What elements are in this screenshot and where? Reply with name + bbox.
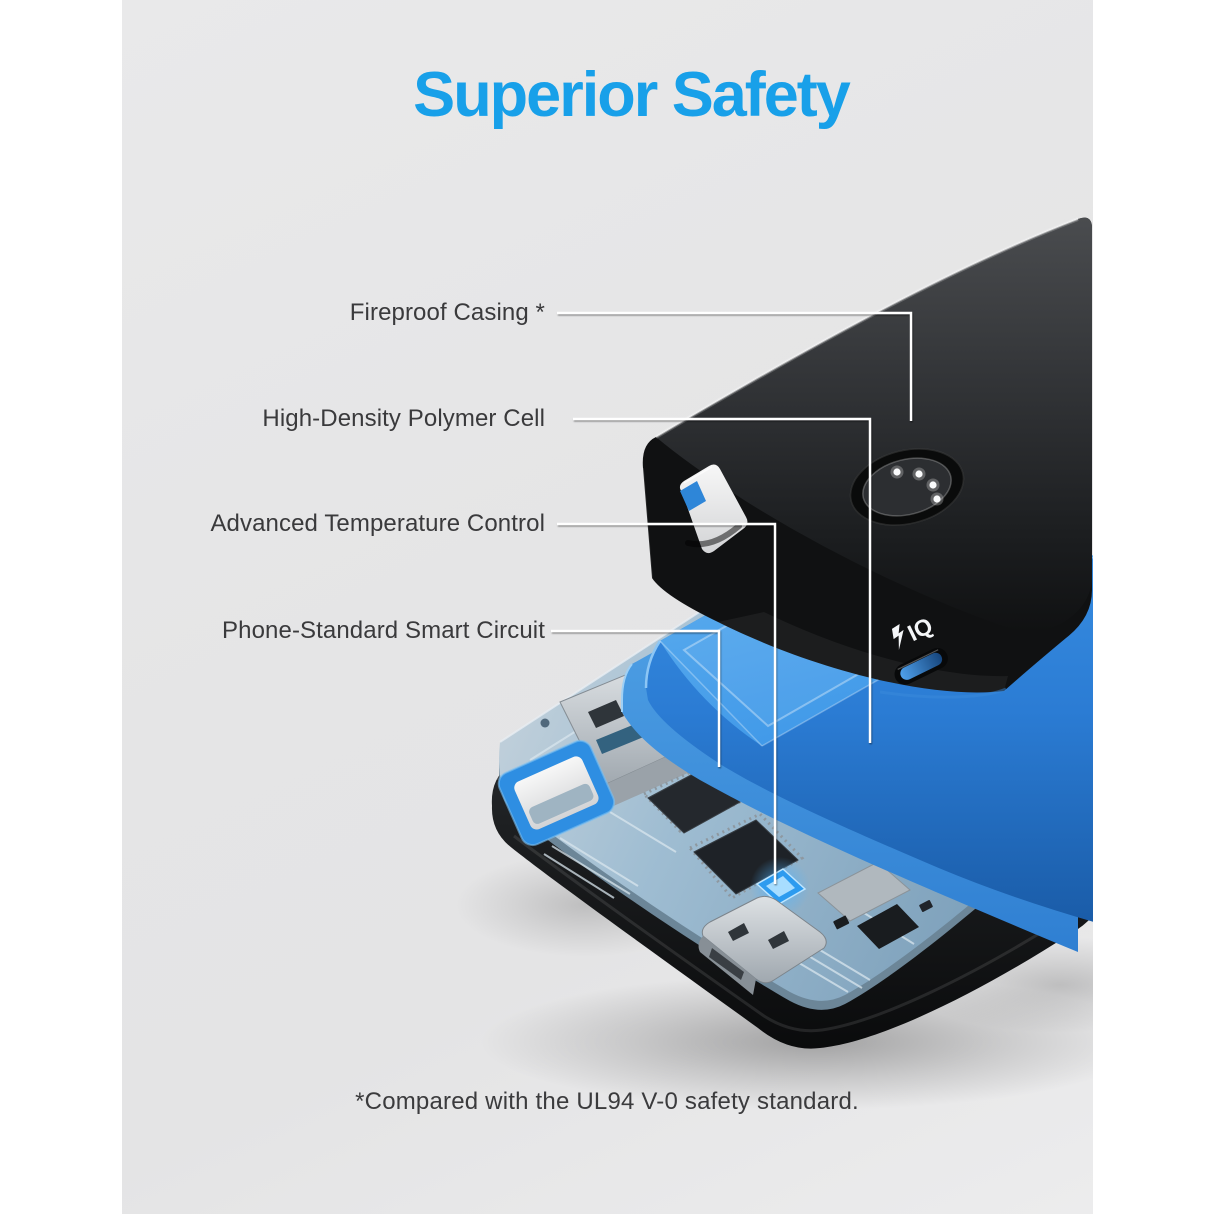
callout-line-temperature-control: [557, 522, 777, 884]
callout-line-polymer-cell: [573, 417, 872, 743]
footnote: *Compared with the UL94 V-0 safety stand…: [355, 1088, 859, 1115]
callout-lines: [551, 311, 913, 884]
callout-label-temperature-control: Advanced Temperature Control: [210, 510, 545, 537]
secondary-chip: [687, 812, 805, 900]
callout-label-smart-circuit: Phone-Standard Smart Circuit: [222, 617, 545, 644]
emi-shield: [817, 861, 933, 949]
usb-a-cutout: [679, 464, 748, 554]
usb-c-connector: [698, 895, 827, 995]
power-button: [849, 448, 965, 526]
page-title: Superior Safety: [413, 60, 851, 130]
lightning-bolt-icon: [891, 624, 904, 650]
powerbank-exploded-view: IQ: [455, 217, 1093, 1110]
led-indicators: [890, 465, 944, 506]
callout-label-fireproof-casing: Fireproof Casing *: [349, 299, 545, 326]
callout-line-smart-circuit: [551, 629, 721, 767]
top-casing: IQ: [642, 217, 1092, 699]
callout-line-fireproof-casing: [557, 311, 913, 421]
poweriq-port: [894, 647, 948, 685]
callout-label-polymer-cell: High-Density Polymer Cell: [262, 405, 545, 432]
